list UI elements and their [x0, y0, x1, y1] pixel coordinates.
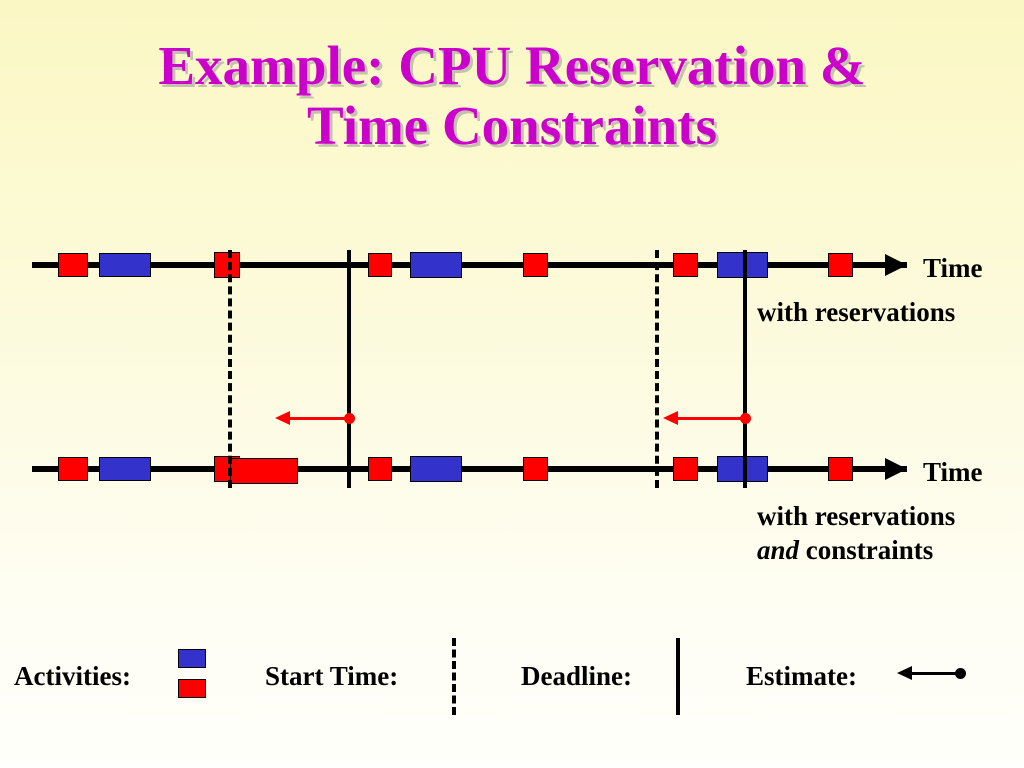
start-time-marker-dashed-line[interactable]	[655, 250, 659, 488]
estimate-arrow-shaft	[671, 417, 745, 420]
time-axis-line	[32, 466, 907, 472]
activity-red-block[interactable]	[673, 253, 698, 277]
estimate-arrow-head	[275, 411, 290, 425]
activity-red-block[interactable]	[523, 457, 548, 481]
legend-start-time-label: Start Time:	[265, 661, 399, 691]
legend-swatch-red-activity	[178, 679, 206, 698]
activity-red-block[interactable]	[523, 253, 548, 277]
activity-blue-block[interactable]	[410, 456, 462, 482]
estimate-arrow-dot	[344, 413, 355, 424]
time-axis-arrowhead	[885, 458, 907, 480]
activity-blue-block[interactable]	[717, 456, 768, 482]
legend-estimate-arrow-head	[897, 666, 912, 680]
activity-red-block[interactable]	[828, 253, 853, 277]
page-title: Example: CPU Reservation & Time Constrai…	[158, 35, 866, 156]
legend-activities-label: Activities:	[14, 661, 131, 691]
activity-red-block[interactable]	[368, 253, 392, 277]
time-axis-line	[32, 262, 907, 268]
timeline-1-label-line1: Time	[923, 253, 983, 283]
activity-red-block[interactable]	[58, 253, 88, 277]
legend-deadline-label: Deadline:	[521, 661, 632, 691]
activity-red-extended-block[interactable]	[230, 458, 298, 484]
timeline-2-label-line3-rest: constraints	[799, 535, 934, 565]
time-axis-arrowhead	[885, 254, 907, 276]
estimate-arrow-dot	[740, 413, 751, 424]
activity-red-block[interactable]	[58, 457, 88, 481]
timeline-2-label-line1: Time	[923, 457, 983, 487]
activity-red-block[interactable]	[214, 252, 240, 278]
timeline-2-label-line3: and constraints	[757, 528, 933, 572]
activity-red-block[interactable]	[828, 457, 853, 481]
timeline-2-label-line3-italic: and	[757, 535, 800, 565]
legend-swatch-blue-activity	[178, 649, 206, 668]
start-time-marker-dashed-line[interactable]	[228, 250, 232, 488]
legend-estimate-arrow-dot	[955, 668, 966, 679]
estimate-arrow-head	[663, 411, 678, 425]
legend-start-time-dashed-marker	[452, 638, 456, 715]
activity-blue-block[interactable]	[410, 252, 462, 278]
deadline-marker-solid-line[interactable]	[743, 250, 747, 488]
deadline-marker-solid-line[interactable]	[347, 250, 351, 488]
timeline-1-label-line2: with reservations	[757, 297, 956, 327]
activity-blue-block[interactable]	[717, 252, 768, 278]
legend-estimate-label: Estimate:	[746, 661, 857, 691]
activity-blue-block[interactable]	[99, 253, 151, 277]
estimate-arrow-shaft	[283, 417, 349, 420]
timeline-2-label-line2: with reservations	[757, 501, 956, 531]
activity-blue-block[interactable]	[99, 457, 151, 481]
legend-deadline-solid-marker	[676, 638, 680, 715]
activity-red-block[interactable]	[368, 457, 392, 481]
activity-red-block[interactable]	[673, 457, 698, 481]
legend-estimate-arrow-shaft	[905, 672, 959, 675]
